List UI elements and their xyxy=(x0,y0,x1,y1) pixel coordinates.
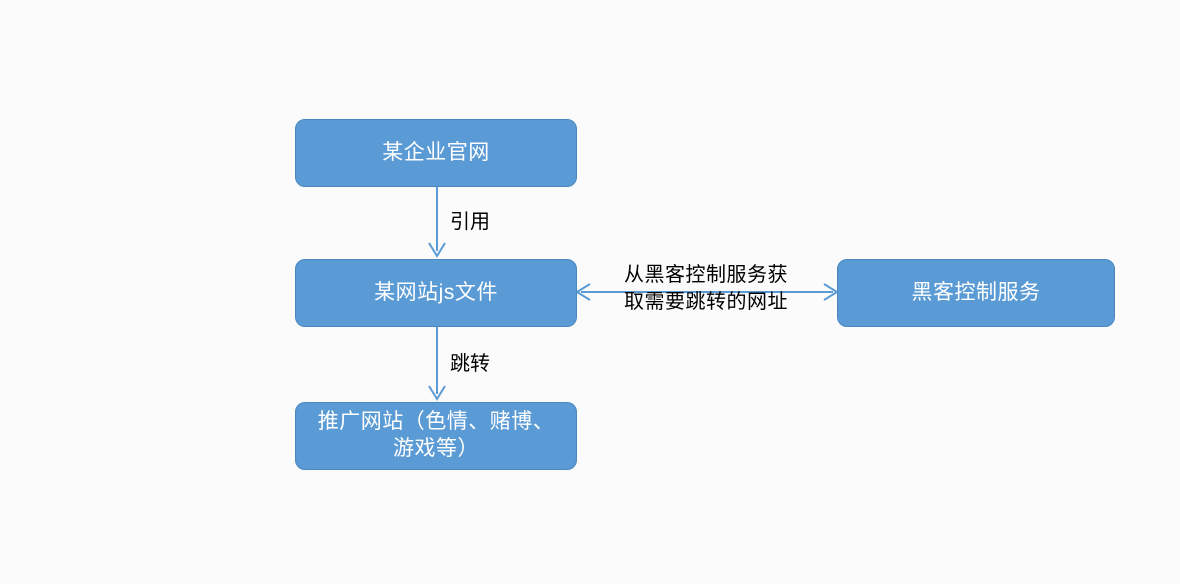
node-promo-site-label: 推广网站（色情、赌博、 游戏等） xyxy=(317,410,555,460)
edge-label-redirect: 跳转 xyxy=(450,353,490,375)
edge-redirect xyxy=(428,327,446,401)
edge-label-fetch-url: 从黑客控制服务获 取需要跳转的网址 xyxy=(624,264,788,313)
node-corp-site[interactable]: 某企业官网 xyxy=(295,119,577,187)
node-js-file-label: 某网站js文件 xyxy=(374,280,498,304)
edge-reference xyxy=(428,187,446,258)
node-hacker-service-label: 黑客控制服务 xyxy=(911,280,1041,304)
node-corp-site-label: 某企业官网 xyxy=(382,140,490,164)
node-js-file[interactable]: 某网站js文件 xyxy=(295,259,577,327)
edge-label-reference: 引用 xyxy=(450,211,490,233)
node-hacker-service[interactable]: 黑客控制服务 xyxy=(837,259,1115,327)
node-promo-site[interactable]: 推广网站（色情、赌博、 游戏等） xyxy=(295,402,577,470)
